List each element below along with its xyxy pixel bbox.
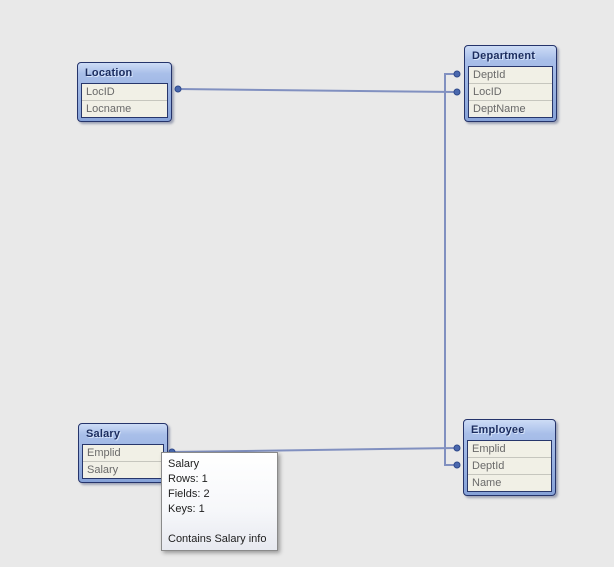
connector-dot-department-locid [453, 88, 461, 96]
table-department-title[interactable]: Department [472, 50, 536, 62]
table-employee[interactable]: Employee Emplid DeptId Name [463, 419, 556, 496]
field-row-locname[interactable]: Locname [86, 103, 132, 115]
table-salary[interactable]: Salary Emplid Salary [78, 423, 168, 483]
tooltip-keys: Keys: 1 [168, 503, 205, 515]
table-employee-title[interactable]: Employee [471, 424, 525, 436]
field-row-deptid[interactable]: DeptId [468, 458, 551, 475]
table-salary-title[interactable]: Salary [86, 428, 121, 440]
tooltip-spacer [168, 517, 271, 532]
field-row-name[interactable]: Name [472, 477, 502, 489]
table-location[interactable]: Location LocID Locname [77, 62, 172, 122]
field-row-deptname[interactable]: DeptName [473, 103, 526, 115]
field-row-locid[interactable]: LocID [469, 84, 552, 101]
tooltip-comment: Contains Salary info [168, 533, 267, 545]
connection-location-department [177, 88, 457, 93]
table-department-body: DeptId LocID DeptName [468, 66, 553, 118]
table-salary-body: Emplid Salary [82, 444, 164, 479]
connector-dot-location-locid [174, 85, 182, 93]
connector-dot-employee-emplid [453, 444, 461, 452]
field-row-locid[interactable]: LocID [82, 84, 167, 101]
field-row-deptid[interactable]: DeptId [469, 67, 552, 84]
tooltip-rows: Rows: 1 [168, 473, 208, 485]
tooltip-table-name: Salary [168, 458, 200, 470]
table-location-body: LocID Locname [81, 83, 168, 118]
table-location-title[interactable]: Location [85, 67, 133, 79]
tooltip-fields: Fields: 2 [168, 488, 210, 500]
connection-department-employee [444, 73, 456, 466]
field-row-salary[interactable]: Salary [87, 464, 119, 476]
field-row-emplid[interactable]: Emplid [468, 441, 551, 458]
table-employee-body: Emplid DeptId Name [467, 440, 552, 492]
field-row-emplid[interactable]: Emplid [83, 445, 163, 462]
table-department[interactable]: Department DeptId LocID DeptName [464, 45, 557, 122]
table-info-tooltip: Salary Rows: 1 Fields: 2 Keys: 1 Contain… [161, 452, 278, 551]
connector-dot-employee-deptid [453, 461, 461, 469]
connector-dot-department-deptid [453, 70, 461, 78]
